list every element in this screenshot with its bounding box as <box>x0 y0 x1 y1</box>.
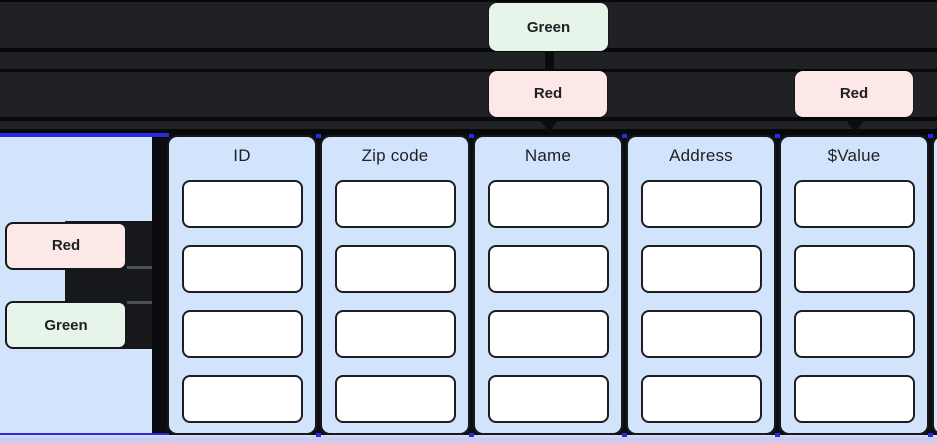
field-cell[interactable] <box>794 245 915 293</box>
field-cell[interactable] <box>488 180 609 228</box>
field-column-name: Name <box>473 135 623 435</box>
header-row-3 <box>0 71 937 117</box>
field-cell[interactable] <box>335 310 456 358</box>
field-column-id: ID <box>167 135 317 435</box>
accent-line-dot <box>928 133 933 138</box>
column-status-badge-red-value[interactable]: Red <box>795 70 913 117</box>
field-cell[interactable] <box>794 375 915 423</box>
column-status-badge-red-name-label: Red <box>533 85 563 102</box>
field-cell[interactable] <box>335 375 456 423</box>
field-cell[interactable] <box>335 245 456 293</box>
accent-line-dot <box>622 432 627 437</box>
field-cell[interactable] <box>182 310 303 358</box>
column-header: ID <box>233 146 251 165</box>
header-row-4 <box>0 120 937 129</box>
green-badge-tail <box>545 51 554 71</box>
panel-bottom-accent-line <box>0 432 169 437</box>
red-value-badge-caret <box>845 118 865 132</box>
column-status-badge-green-label: Green <box>526 18 571 36</box>
row-status-badge-green-label: Green <box>44 316 88 334</box>
row-divider-3 <box>0 116 937 121</box>
column-header: Name <box>524 146 572 165</box>
field-cell[interactable] <box>488 310 609 358</box>
column-status-badge-red-value-label: Red <box>839 85 869 102</box>
connector-edge-bottom <box>127 300 152 304</box>
panel-top-accent-line <box>0 133 169 137</box>
accent-line-dot <box>469 133 474 138</box>
field-cell[interactable] <box>641 245 762 293</box>
header-row-2 <box>0 52 937 69</box>
connector-edge-top <box>127 266 152 269</box>
column-header: $Value <box>827 146 881 165</box>
field-column-partial <box>932 135 937 435</box>
row-status-badge-green[interactable]: Green <box>5 301 127 349</box>
field-cell[interactable] <box>488 375 609 423</box>
field-cell[interactable] <box>641 375 762 423</box>
row-divider-1 <box>0 47 937 52</box>
field-cell[interactable] <box>182 375 303 423</box>
column-header: Zip code <box>361 146 429 165</box>
accent-line-dot <box>316 432 321 437</box>
field-cell[interactable] <box>182 180 303 228</box>
field-cell[interactable] <box>182 245 303 293</box>
column-status-badge-green[interactable]: Green <box>489 3 608 51</box>
accent-line-dot <box>775 133 780 138</box>
accent-line-dot <box>469 432 474 437</box>
panel-column-gap <box>152 137 167 433</box>
field-column-address: Address <box>626 135 776 435</box>
top-edge-line <box>0 0 937 2</box>
column-header: Address <box>669 146 733 165</box>
header-row-1 <box>0 2 937 48</box>
field-cell[interactable] <box>641 310 762 358</box>
accent-line-dot <box>775 432 780 437</box>
field-cell[interactable] <box>794 180 915 228</box>
field-cell[interactable] <box>488 245 609 293</box>
field-cell[interactable] <box>641 180 762 228</box>
red-name-badge-caret <box>539 118 559 132</box>
row-divider-2 <box>0 68 937 72</box>
accent-line-dot <box>622 133 627 138</box>
accent-line-dot <box>928 432 933 437</box>
field-column-zip-code: Zip code <box>320 135 470 435</box>
row-status-badge-red[interactable]: Red <box>5 221 127 270</box>
row-divider-4 <box>0 129 937 135</box>
page-background-strip <box>0 435 937 443</box>
column-status-badge-red-name[interactable]: Red <box>489 70 607 117</box>
field-cell[interactable] <box>335 180 456 228</box>
accent-line-dot <box>316 133 321 138</box>
field-cell[interactable] <box>794 310 915 358</box>
field-column--value: $Value <box>779 135 929 435</box>
row-status-badge-red-label: Red <box>51 237 81 254</box>
